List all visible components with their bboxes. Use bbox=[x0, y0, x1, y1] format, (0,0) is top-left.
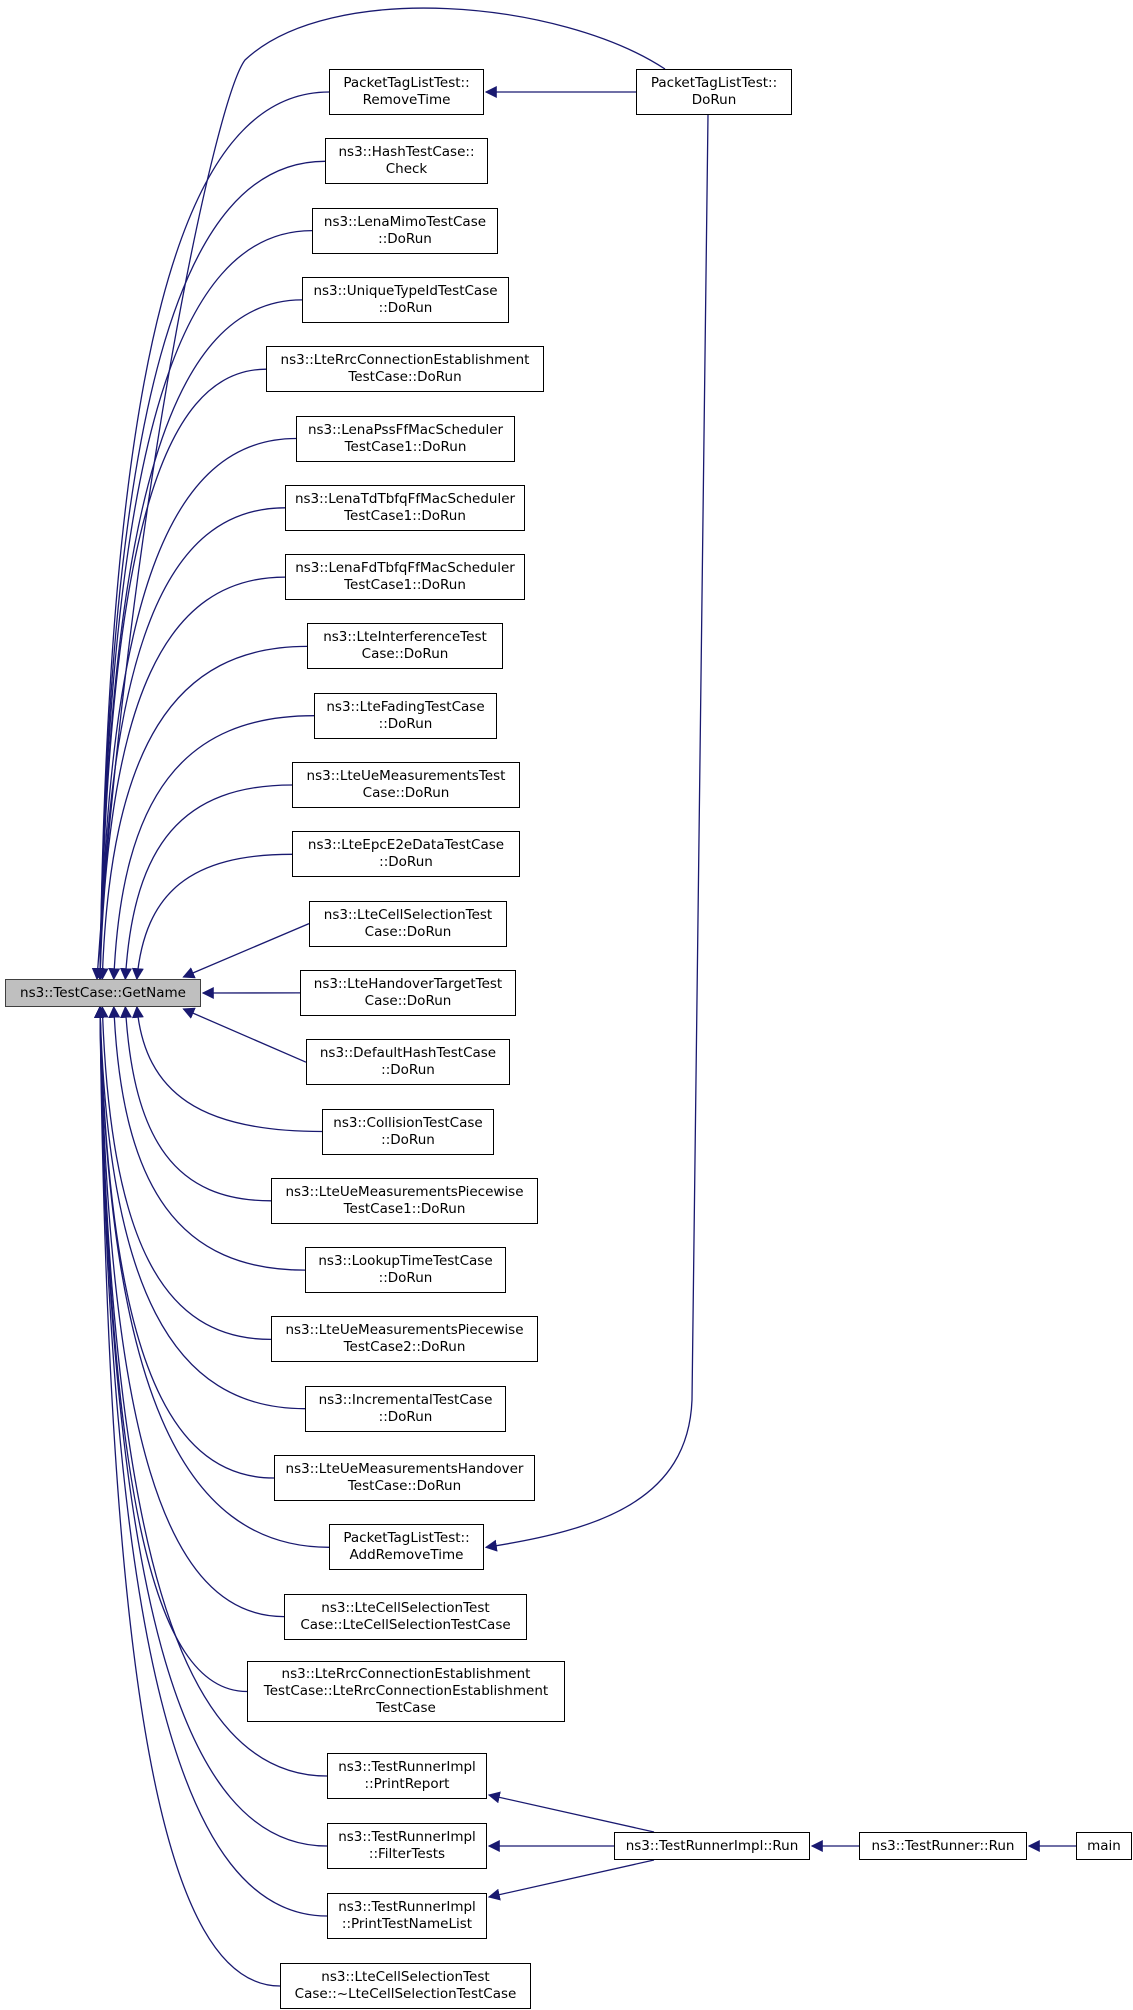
edge-lteepc-to-getname bbox=[131, 853, 293, 981]
node-incremental[interactable]: ns3::IncrementalTestCase ::DoRun bbox=[305, 1385, 506, 1432]
node-printtestnamelist[interactable]: ns3::TestRunnerImpl ::PrintTestNameList bbox=[327, 1893, 487, 1939]
node-ltecellsel-dtor[interactable]: ns3::LteCellSelectionTest Case::~LteCell… bbox=[280, 1963, 531, 2009]
edge-lookuptime-to-getname bbox=[108, 1005, 306, 1271]
node-ptl-dorun[interactable]: PacketTagListTest:: DoRun bbox=[636, 69, 792, 115]
edge-uemeashandover-to-getname bbox=[94, 1005, 275, 1479]
edge-lterrc_ctor-to-getname bbox=[94, 1005, 248, 1693]
edge-addremovetime-to-getname bbox=[94, 1005, 330, 1548]
edge-hash_check-to-getname bbox=[94, 160, 326, 981]
node-lteepc[interactable]: ns3::LteEpcE2eDataTestCase ::DoRun bbox=[292, 831, 520, 878]
edge-lenapss-to-getname bbox=[94, 437, 297, 981]
edge-incremental-to-getname bbox=[94, 1005, 306, 1410]
edge-lterrc_dorun-to-getname bbox=[94, 368, 267, 981]
node-lenamimo[interactable]: ns3::LenaMimoTestCase ::DoRun bbox=[312, 207, 498, 254]
node-lterrc-ctor[interactable]: ns3::LteRrcConnectionEstablishment TestC… bbox=[247, 1661, 565, 1722]
edge-collision-to-getname bbox=[131, 1005, 323, 1133]
edge-defaulthash-to-getname bbox=[182, 1007, 307, 1063]
node-runner-run[interactable]: ns3::TestRunner::Run bbox=[859, 1832, 1027, 1860]
node-lenafd[interactable]: ns3::LenaFdTbfqFfMacScheduler TestCase1:… bbox=[285, 554, 525, 601]
node-lenatd[interactable]: ns3::LenaTdTbfqFfMacScheduler TestCase1:… bbox=[285, 484, 525, 531]
edge-lteuemeas-to-getname bbox=[119, 784, 293, 981]
node-defaulthash[interactable]: ns3::DefaultHashTestCase ::DoRun bbox=[306, 1039, 510, 1086]
node-ltehandovertarget[interactable]: ns3::LteHandoverTargetTest Case::DoRun bbox=[300, 969, 516, 1016]
node-uemeashandover[interactable]: ns3::LteUeMeasurementsHandover TestCase:… bbox=[274, 1455, 535, 1501]
node-getname[interactable]: ns3::TestCase::GetName bbox=[5, 979, 201, 1007]
edge-ltecellsel_dorun-to-getname bbox=[182, 923, 310, 979]
edge-removetime-to-getname bbox=[94, 91, 330, 981]
edge-runnerimpl_run-to-printtestnamelist bbox=[487, 1859, 655, 1901]
node-piecewise2[interactable]: ns3::LteUeMeasurementsPiecewise TestCase… bbox=[271, 1316, 538, 1363]
edge-lenatd-to-getname bbox=[94, 507, 286, 981]
edge-ltecellsel_ctor-to-getname bbox=[94, 1005, 285, 1618]
edge-ltefading-to-getname bbox=[108, 715, 315, 981]
edge-ptl_dorun-to-getname bbox=[91, 7, 666, 981]
node-lteinterference[interactable]: ns3::LteInterferenceTest Case::DoRun bbox=[307, 623, 503, 670]
edge-printtestnamelist-to-getname bbox=[94, 1005, 328, 1917]
node-filtertests[interactable]: ns3::TestRunnerImpl ::FilterTests bbox=[327, 1823, 487, 1869]
edge-ptl_dorun-to-addremovetime bbox=[484, 114, 709, 1552]
node-lookuptime[interactable]: ns3::LookupTimeTestCase ::DoRun bbox=[305, 1247, 506, 1294]
node-uniquetypeid[interactable]: ns3::UniqueTypeIdTestCase ::DoRun bbox=[302, 276, 509, 323]
node-printreport[interactable]: ns3::TestRunnerImpl ::PrintReport bbox=[327, 1753, 487, 1799]
node-ltecellsel-ctor[interactable]: ns3::LteCellSelectionTest Case::LteCellS… bbox=[284, 1593, 527, 1640]
edge-lteinterference-to-getname bbox=[96, 645, 308, 981]
edge-runnerimpl_run-to-printreport bbox=[487, 1791, 655, 1833]
node-addremovetime[interactable]: PacketTagListTest:: AddRemoveTime bbox=[329, 1524, 484, 1571]
node-main[interactable]: main bbox=[1076, 1832, 1132, 1860]
node-lteuemeas[interactable]: ns3::LteUeMeasurementsTest Case::DoRun bbox=[292, 762, 520, 808]
edge-piecewise2-to-getname bbox=[96, 1005, 272, 1341]
node-hash-check[interactable]: ns3::HashTestCase:: Check bbox=[325, 138, 488, 185]
node-ltefading[interactable]: ns3::LteFadingTestCase ::DoRun bbox=[314, 692, 497, 739]
node-ltecellsel-dorun[interactable]: ns3::LteCellSelectionTest Case::DoRun bbox=[309, 900, 507, 947]
node-lenapss[interactable]: ns3::LenaPssFfMacScheduler TestCase1::Do… bbox=[296, 415, 515, 462]
edge-ltecellsel_dtor-to-getname bbox=[94, 1005, 281, 1987]
edge-printreport-to-getname bbox=[94, 1005, 328, 1777]
node-collision[interactable]: ns3::CollisionTestCase ::DoRun bbox=[322, 1108, 494, 1155]
edge-filtertests-to-getname bbox=[94, 1005, 328, 1847]
node-removetime[interactable]: PacketTagListTest:: RemoveTime bbox=[329, 69, 484, 115]
edge-lenafd-to-getname bbox=[94, 576, 286, 981]
edge-piecewise1-to-getname bbox=[120, 1005, 272, 1202]
node-piecewise1[interactable]: ns3::LteUeMeasurementsPiecewise TestCase… bbox=[271, 1177, 538, 1224]
edge-lenamimo-to-getname bbox=[94, 229, 313, 981]
node-lterrc-dorun[interactable]: ns3::LteRrcConnectionEstablishment TestC… bbox=[266, 346, 544, 393]
node-runnerimpl-run[interactable]: ns3::TestRunnerImpl::Run bbox=[614, 1832, 810, 1860]
